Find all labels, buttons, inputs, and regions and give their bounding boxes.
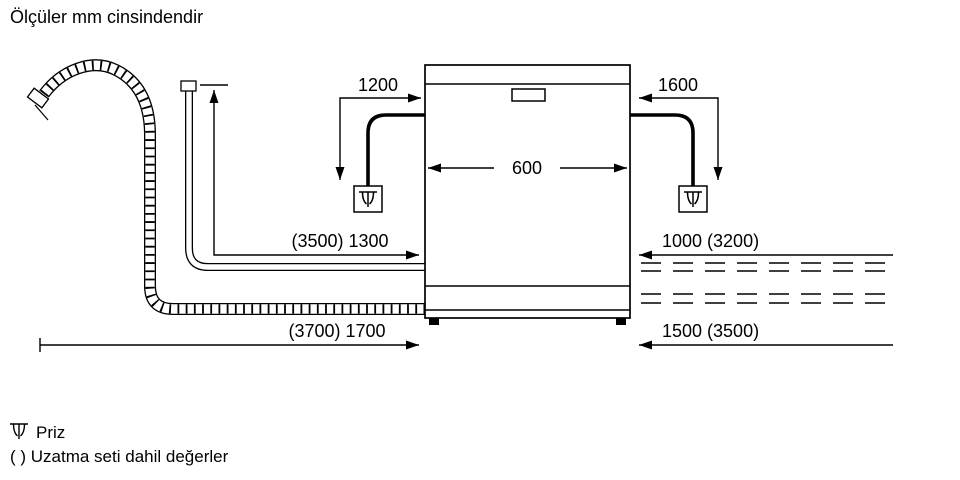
dimension-label-drain-right: 1500 (3500) (662, 321, 759, 341)
width-label-background (494, 155, 560, 180)
legend-socket-label: Priz (36, 423, 65, 442)
inlet-hose-inner (186, 91, 426, 270)
socket-right (678, 185, 708, 213)
dimension-cable-right (639, 93, 723, 180)
legend: Priz ( ) Uzatma seti dahil değerler (10, 423, 229, 466)
socket-left (353, 185, 383, 213)
dimension-cable-left (335, 93, 421, 180)
dimension-label-1600: 1600 (658, 75, 698, 95)
dimension-label-hose-right: 1000 (3200) (662, 231, 759, 251)
hose-extensions-dashed (641, 262, 893, 304)
diagram-title: Ölçüler mm cinsindendir (10, 7, 203, 27)
dimension-label-hose-left: (3500) 1300 (291, 231, 388, 251)
dishwasher-body (424, 64, 631, 319)
foot-right (616, 318, 626, 325)
dimension-label-600: 600 (512, 158, 542, 178)
drain-hose (26, 59, 426, 315)
legend-note: ( ) Uzatma seti dahil değerler (10, 447, 229, 466)
power-cord-right (630, 113, 695, 186)
drain-hose-end-mark (34, 104, 49, 121)
power-cord-left (366, 113, 425, 186)
drain-hose-corrugation (40, 60, 426, 314)
dimension-hose-left (209, 90, 419, 260)
socket-icon (684, 191, 702, 207)
inlet-hose-cap (180, 80, 197, 92)
dimension-lines (39, 84, 893, 352)
drain-hose-cap (26, 87, 50, 109)
socket-icon (10, 423, 28, 439)
foot-left (429, 318, 439, 325)
control-panel-display (511, 88, 546, 102)
dimension-label-drain-left: (3700) 1700 (288, 321, 385, 341)
dishwasher (424, 64, 631, 325)
dimension-label-1200: 1200 (358, 75, 398, 95)
inlet-hose (180, 80, 426, 271)
